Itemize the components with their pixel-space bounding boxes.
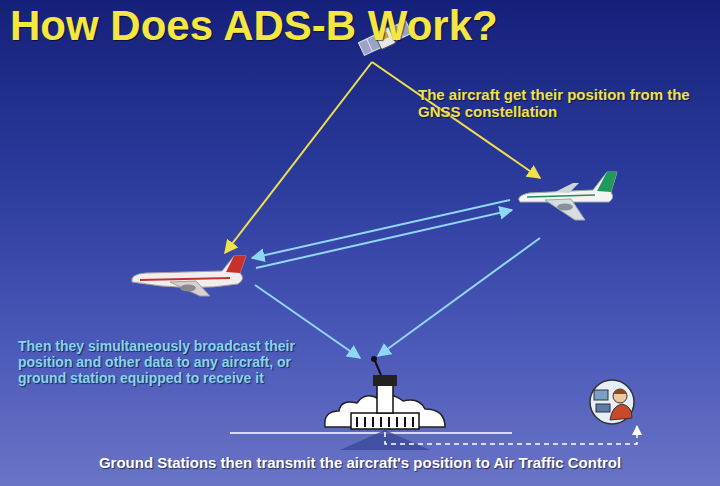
air-traffic-controller <box>590 380 634 424</box>
ground-station <box>325 356 445 429</box>
atc-link <box>385 426 637 444</box>
annotation: The aircraft get their position from the… <box>418 86 714 121</box>
aircraft <box>132 256 246 296</box>
aircraft <box>519 172 617 220</box>
annotation: Then they simultaneously broadcast their… <box>18 338 310 386</box>
caption-text: Ground Stations then transmit the aircra… <box>0 454 720 471</box>
title: How Does ADS-B Work? <box>10 2 610 50</box>
broadcast-signal <box>252 200 540 358</box>
ground-line <box>230 432 512 434</box>
